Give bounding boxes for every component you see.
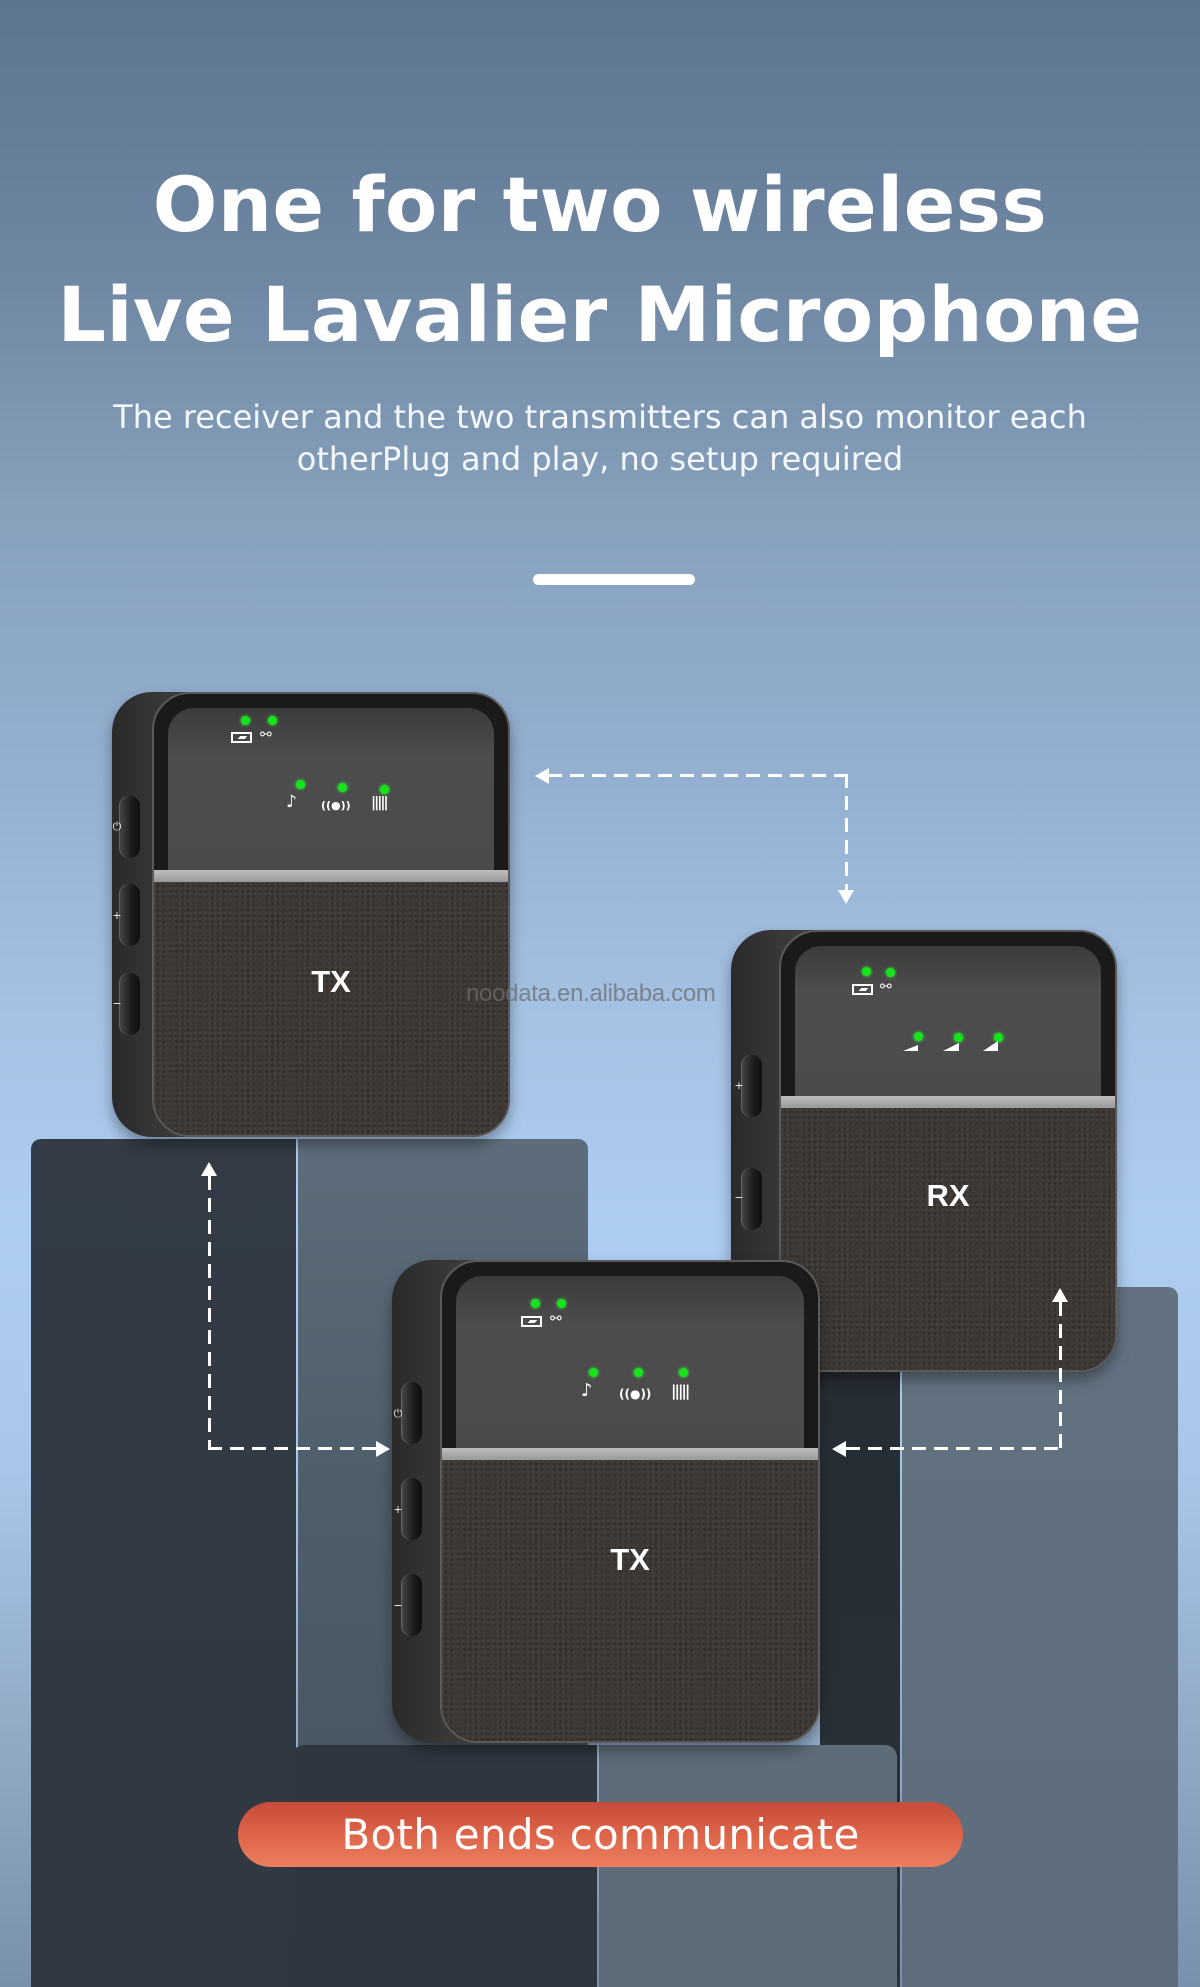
led-broadcast <box>634 1368 643 1377</box>
device-front: ⚯ ♪ ((●)) ||||| TX <box>440 1260 820 1743</box>
leather-panel: TX <box>442 1460 818 1741</box>
feature-badge: Both ends communicate <box>238 1802 963 1867</box>
power-icon: ⏻ <box>112 820 122 833</box>
arrow-up-head-icon <box>201 1162 217 1176</box>
led-battery <box>531 1299 540 1308</box>
battery-charging-icon <box>231 732 252 743</box>
power-button[interactable] <box>402 1382 422 1444</box>
arrow-down-head-icon <box>838 890 854 904</box>
leather-panel: TX <box>154 882 508 1135</box>
feature-badge-label: Both ends communicate <box>341 1810 860 1859</box>
headline-line-2: Live Lavalier Microphone <box>57 270 1143 359</box>
device-label: RX <box>926 1178 970 1213</box>
arrow-top-vertical <box>845 774 848 890</box>
speaker-volume-down-icon: − <box>734 1191 744 1204</box>
link-icon: ⚯ <box>550 1311 562 1327</box>
speaker-volume-up-icon: + <box>734 1079 744 1092</box>
broadcast-icon: ((●)) <box>619 1387 652 1401</box>
mic-volume-up-icon: + <box>112 909 122 922</box>
status-screen: ⚯ <box>795 946 1101 1096</box>
broadcast-icon: ((●)) <box>321 799 351 812</box>
device-front: ⚯ RX <box>779 930 1117 1372</box>
accent-stripe <box>154 870 508 882</box>
led-link <box>268 716 277 725</box>
led-level-3 <box>994 1033 1003 1042</box>
battery-charging-icon <box>521 1316 542 1327</box>
watermark: noodata.en.alibaba.com <box>466 980 716 1007</box>
pedestal-right <box>820 1287 1178 1987</box>
speaker-volume-up-button[interactable] <box>742 1055 762 1117</box>
led-waveform <box>380 785 389 794</box>
transmitter-bottom: ⏻ + − ⚯ ♪ ((●)) ||||| TX <box>392 1260 820 1743</box>
arrow-right-vertical <box>1059 1302 1062 1449</box>
music-note-icon: ♪ <box>286 792 297 812</box>
signal-level-mid-icon <box>943 1043 959 1051</box>
mic-volume-up-button[interactable] <box>402 1478 422 1540</box>
mic-volume-down-icon: − <box>393 1599 403 1612</box>
link-icon: ⚯ <box>880 979 892 995</box>
subtitle-line-1: The receiver and the two transmitters ca… <box>113 398 1087 436</box>
arrow-left-horizontal <box>208 1447 376 1450</box>
led-level-1 <box>914 1032 923 1041</box>
device-label: TX <box>610 1542 650 1577</box>
arrow-right-horizontal <box>846 1447 1062 1450</box>
leather-panel: RX <box>781 1108 1115 1370</box>
device-label: TX <box>311 964 351 999</box>
signal-level-high-icon <box>983 1041 998 1051</box>
accent-stripe <box>442 1448 818 1460</box>
arrow-left-head-icon <box>535 768 549 784</box>
headline-line-1: One for two wireless <box>152 160 1048 249</box>
status-screen: ⚯ ♪ ((●)) ||||| <box>456 1276 804 1448</box>
led-level-2 <box>954 1033 963 1042</box>
power-button[interactable] <box>120 796 140 858</box>
subtitle-line-2: otherPlug and play, no setup required <box>296 440 904 478</box>
subtitle: The receiver and the two transmitters ca… <box>0 396 1200 480</box>
mic-volume-down-icon: − <box>112 997 122 1010</box>
led-music <box>589 1368 598 1377</box>
led-waveform <box>679 1368 688 1377</box>
divider-bar <box>533 574 695 585</box>
accent-stripe <box>781 1096 1115 1108</box>
battery-charging-icon <box>852 984 873 995</box>
signal-level-low-icon <box>903 1045 918 1051</box>
power-icon: ⏻ <box>393 1407 403 1420</box>
speaker-volume-down-button[interactable] <box>742 1168 762 1230</box>
status-screen: ⚯ ♪ ((●)) ||||| <box>168 708 494 872</box>
led-battery <box>862 967 871 976</box>
led-link <box>886 968 895 977</box>
arrow-left-vertical <box>208 1176 211 1448</box>
mic-volume-up-icon: + <box>393 1503 403 1516</box>
waveform-icon: ||||| <box>371 795 389 811</box>
link-icon: ⚯ <box>260 727 272 743</box>
pedestal-right-face-light <box>902 1287 1178 1987</box>
led-music <box>296 780 305 789</box>
waveform-icon: ||||| <box>671 1382 690 1400</box>
transmitter-top: ⏻ + − ⚯ ♪ ((●)) ||||| TX <box>112 692 510 1137</box>
led-link <box>557 1299 566 1308</box>
led-battery <box>241 716 250 725</box>
led-broadcast <box>338 783 347 792</box>
arrow-left-head-icon <box>832 1441 846 1457</box>
arrow-top-horizontal <box>548 774 848 777</box>
arrow-right-head-icon <box>376 1441 390 1457</box>
mic-volume-up-button[interactable] <box>120 884 140 946</box>
arrow-up-head-icon <box>1052 1288 1068 1302</box>
device-front: ⚯ ♪ ((●)) ||||| TX <box>152 692 510 1137</box>
mic-volume-down-button[interactable] <box>120 973 140 1035</box>
mic-volume-down-button[interactable] <box>402 1574 422 1636</box>
music-note-icon: ♪ <box>581 1380 593 1401</box>
